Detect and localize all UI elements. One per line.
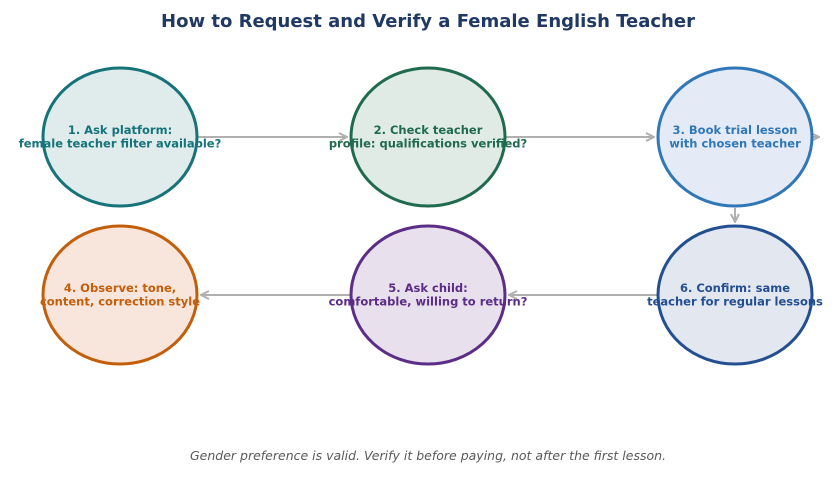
step-label-line: 2. Check teacher	[374, 123, 483, 137]
connectors	[197, 137, 818, 295]
step-label-line: 4. Observe: tone,	[64, 281, 176, 295]
step-label-line: with chosen teacher	[669, 137, 801, 151]
step-ellipse-1	[41, 66, 199, 208]
step-label-line: 5. Ask child:	[388, 281, 468, 295]
step-node-1: 1. Ask platform:female teacher filter av…	[19, 66, 222, 208]
step-ellipse-5	[349, 224, 507, 366]
step-label-line: female teacher filter available?	[19, 137, 222, 151]
step-ellipse-6	[656, 224, 814, 366]
step-label-line: 1. Ask platform:	[68, 123, 172, 137]
step-label-line: 3. Book trial lesson	[673, 123, 798, 137]
step-label-5: 5. Ask child:comfortable, willing to ret…	[329, 281, 528, 309]
footer-note: Gender preference is valid. Verify it be…	[189, 448, 667, 463]
step-label-1: 1. Ask platform:female teacher filter av…	[19, 123, 222, 151]
step-ellipse-2	[349, 66, 507, 208]
step-label-line: content, correction style	[40, 295, 200, 309]
diagram-title: How to Request and Verify a Female Engli…	[161, 11, 695, 32]
step-label-4: 4. Observe: tone,content, correction sty…	[40, 281, 200, 309]
step-ellipse-4	[41, 224, 199, 366]
step-label-line: profile: qualifications verified?	[329, 137, 527, 151]
step-label-line: teacher for regular lessons	[647, 295, 823, 309]
step-ellipse-3	[656, 66, 814, 208]
step-label-line: 6. Confirm: same	[680, 281, 790, 295]
step-label-line: comfortable, willing to return?	[329, 295, 528, 309]
step-node-4: 4. Observe: tone,content, correction sty…	[40, 224, 200, 366]
step-node-5: 5. Ask child:comfortable, willing to ret…	[329, 224, 528, 366]
